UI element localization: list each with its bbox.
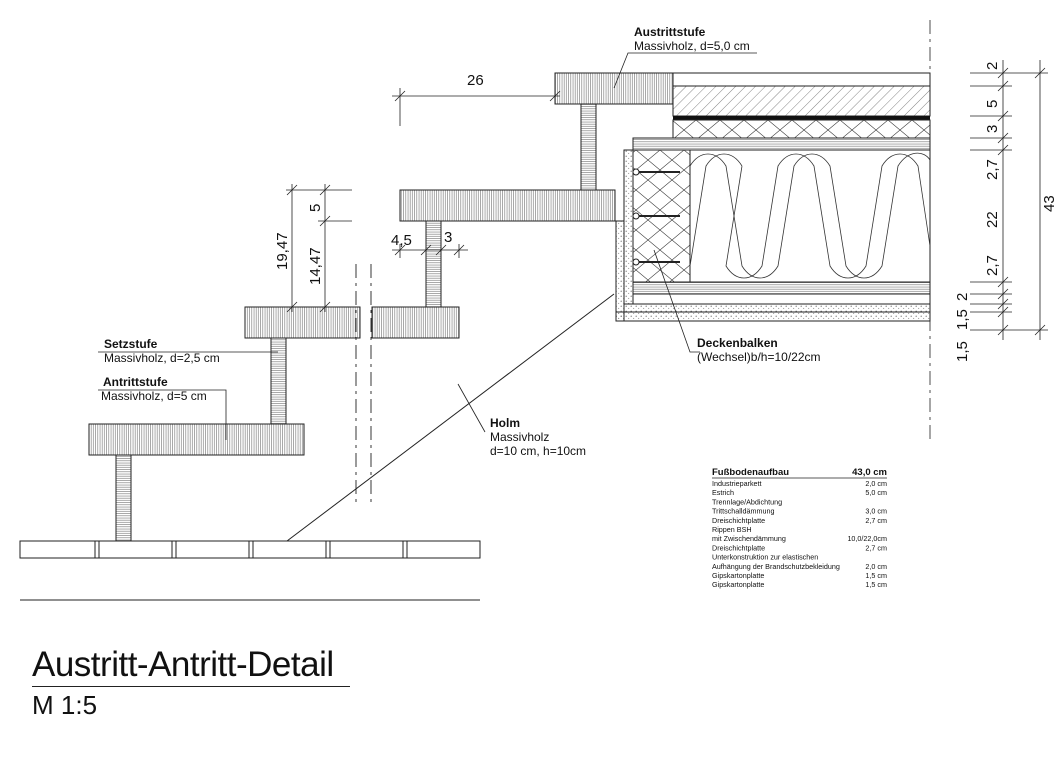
dim-layer-8: 1,5 — [954, 309, 971, 330]
table-row-value: 3,0 cm — [865, 507, 887, 516]
dim-layer-9: 1,5 — [954, 341, 971, 362]
table-row-layer: Gipskartonplatte — [712, 580, 764, 589]
table-row-layer: Gipskartonplatte — [712, 571, 764, 580]
dim-layer-4: 2,7 — [984, 159, 1001, 180]
title-underline — [32, 686, 350, 687]
table-row-layer: Dreischichtplatte — [712, 543, 765, 552]
table-total: 43,0 cm — [852, 467, 887, 478]
svg-text:Setzstufe: Setzstufe — [104, 337, 158, 351]
dim-tread-depth: 26 — [467, 72, 484, 89]
table-row-value: 1,5 cm — [865, 571, 887, 580]
dim-setback-b: 3 — [444, 229, 452, 246]
dim-tread-thickness: 5 — [307, 204, 324, 212]
stair-treads — [88, 72, 674, 542]
dim-layer-5: 22 — [984, 211, 1001, 228]
holm-stringer — [286, 293, 615, 542]
label-antrittstufe: Antrittstufe Massivholz, d=5 cm — [98, 375, 227, 440]
dim-layer-7: 2 — [954, 293, 971, 301]
dimension-lines — [286, 60, 1048, 340]
table-title: Fußbodenaufbau — [712, 467, 789, 478]
dim-layer-2: 5 — [984, 100, 1001, 108]
svg-text:Massivholz, d=2,5 cm: Massivholz, d=2,5 cm — [104, 351, 220, 365]
table-row-layer: Industrieparkett — [712, 479, 762, 488]
table-row-layer: Dreischichtplatte — [712, 516, 765, 525]
drawing-title: Austritt-Antritt-Detail — [32, 645, 334, 684]
svg-text:Austrittstufe: Austrittstufe — [634, 25, 706, 39]
svg-text:Massivholz: Massivholz — [490, 430, 549, 444]
svg-text:Holm: Holm — [490, 416, 520, 430]
table-row-value: 2,0 cm — [865, 562, 887, 571]
table-row-value: 2,7 cm — [865, 543, 887, 552]
label-holm: Holm Massivholz d=10 cm, h=10cm — [457, 383, 586, 458]
drawing-scale: M 1:5 — [32, 690, 98, 720]
floor-buildup-table: Fußbodenaufbau 43,0 cm Industrieparkett 2… — [712, 467, 887, 589]
dim-layer-3: 3 — [984, 125, 1001, 133]
dim-setback-a: 4,5 — [391, 232, 412, 249]
svg-text:Massivholz, d=5,0 cm: Massivholz, d=5,0 cm — [634, 39, 750, 53]
svg-text:(Wechsel)b/h=10/22cm: (Wechsel)b/h=10/22cm — [697, 350, 821, 364]
table-row-value: 2,7 cm — [865, 516, 887, 525]
break-lines — [355, 264, 372, 505]
svg-text:d=10 cm, h=10cm: d=10 cm, h=10cm — [490, 444, 586, 458]
dim-layer-6: 2,7 — [984, 255, 1001, 276]
dim-rise-net: 14,47 — [307, 247, 324, 285]
dim-layer-1: 2 — [984, 62, 1001, 70]
ground-slab — [19, 540, 481, 601]
label-setzstufe: Setzstufe Massivholz, d=2,5 cm — [98, 337, 278, 365]
dim-rise-total: 19,47 — [274, 232, 291, 270]
table-row-layer: Unterkonstruktion zur elastischen — [712, 553, 818, 562]
table-row-value: 5,0 cm — [865, 488, 887, 497]
table-row-layer: Aufhängung der Brandschutzbekleidung — [712, 562, 840, 571]
table-row-value: 1,5 cm — [865, 580, 887, 589]
table-row-value: 2,0 cm — [865, 479, 887, 488]
table-row-layer: Rippen BSH — [712, 525, 752, 534]
label-austrittstufe: Austrittstufe Massivholz, d=5,0 cm — [613, 25, 757, 89]
table-row-layer: mit Zwischendämmung — [712, 534, 786, 543]
table-row-layer: Trittschalldämmung — [712, 507, 774, 516]
svg-text:Deckenbalken: Deckenbalken — [697, 336, 778, 350]
dim-floor-total: 43 — [1041, 195, 1058, 212]
table-row-layer: Trennlage/Abdichtung — [712, 497, 782, 506]
label-deckenbalken: Deckenbalken (Wechsel)b/h=10/22cm — [653, 249, 821, 364]
svg-text:Antrittstufe: Antrittstufe — [103, 375, 168, 389]
floor-construction — [615, 20, 931, 440]
svg-text:Massivholz, d=5 cm: Massivholz, d=5 cm — [101, 389, 207, 403]
table-row-layer: Estrich — [712, 488, 734, 497]
table-row-value: 10,0/22,0cm — [847, 534, 887, 543]
